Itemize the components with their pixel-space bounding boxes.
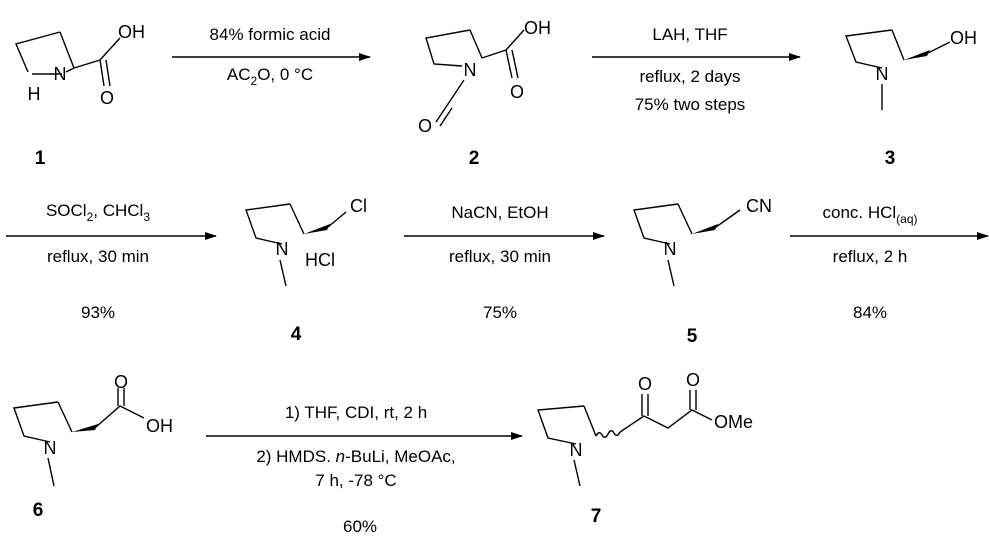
wavy-bond xyxy=(595,430,621,438)
step-4: NaCN, EtOH reflux, 30 min 75% xyxy=(404,203,605,322)
step-1-reagent: 84% formic acid xyxy=(210,25,331,44)
compound-2-oh-label: OH xyxy=(524,18,551,38)
compound-3-oh-label: OH xyxy=(950,28,977,48)
step-2: LAH, THF reflux, 2 days 75% two steps xyxy=(592,25,801,114)
compound-3-n-atom: N xyxy=(876,64,889,84)
compound-3-number: 3 xyxy=(885,148,896,169)
compound-7-number: 7 xyxy=(591,506,602,527)
compound-4-n-atom: N xyxy=(276,239,289,259)
compound-5-number: 5 xyxy=(687,326,698,347)
compound-1-carbonyl-o: O xyxy=(100,88,114,108)
compound-7-n-atom: N xyxy=(570,440,583,460)
step-4-conditions: reflux, 30 min xyxy=(449,247,551,266)
compound-7-ketone-o: O xyxy=(638,374,652,394)
compound-2-formyl-o: O xyxy=(418,116,432,136)
compound-2-carbonyl-o: O xyxy=(510,82,524,102)
compound-4-number: 4 xyxy=(291,324,302,345)
step-5-conditions: reflux, 2 h xyxy=(833,247,908,266)
compound-6-n-atom: N xyxy=(44,438,57,458)
compound-2-n-atom: N xyxy=(464,60,477,80)
compound-1-h-atom: H xyxy=(28,84,41,104)
step-3-reagent: SOCl2, CHCl3 xyxy=(46,201,150,224)
compound-5-cn-label: CN xyxy=(746,196,772,216)
step-4-reagent: NaCN, EtOH xyxy=(451,203,548,222)
step-5-yield: 84% xyxy=(853,303,887,322)
step-6-yield: 60% xyxy=(343,517,377,536)
compound-5: N CN 5 xyxy=(633,196,772,347)
compound-4-hcl-label: HCl xyxy=(305,250,335,270)
compound-1-n-atom: N xyxy=(54,64,67,84)
compound-2: N OH O O 2 xyxy=(418,18,551,169)
compound-3: N OH 3 xyxy=(845,28,977,169)
compound-5-n-atom: N xyxy=(664,239,677,259)
compound-6-carbonyl-o: O xyxy=(114,372,128,392)
step-6: 1) THF, CDI, rt, 2 h 2) HMDS. n-BuLi, Me… xyxy=(206,403,523,536)
step-6-reagent: 1) THF, CDI, rt, 2 h xyxy=(285,403,427,422)
step-5-reagent: conc. HCl(aq) xyxy=(822,203,917,226)
step-6-temperature: 7 h, -78 °C xyxy=(315,471,396,490)
compound-6-oh-label: OH xyxy=(146,416,173,436)
step-2-reagent: LAH, THF xyxy=(652,25,727,44)
compound-1-oh-label: OH xyxy=(118,22,145,42)
compound-1-number: 1 xyxy=(35,148,46,169)
compound-1: N H OH O 1 xyxy=(15,22,145,169)
step-3: SOCl2, CHCl3 reflux, 30 min 93% xyxy=(6,201,217,322)
compound-6-number: 6 xyxy=(33,500,44,521)
step-6-conditions: 2) HMDS. n-BuLi, MeOAc, xyxy=(256,447,455,466)
step-1-conditions: AC2O, 0 °C xyxy=(227,65,313,88)
step-2-conditions: reflux, 2 days xyxy=(639,67,740,86)
step-2-yield: 75% two steps xyxy=(635,95,746,114)
step-4-yield: 75% xyxy=(483,303,517,322)
step-1: 84% formic acid AC2O, 0 °C xyxy=(172,25,371,88)
compound-6: N O OH 6 xyxy=(13,372,173,521)
compound-7: N O O OMe 7 xyxy=(537,370,753,527)
compound-7-ester-o: O xyxy=(686,370,700,390)
compound-4-cl-label: Cl xyxy=(350,196,367,216)
step-5: conc. HCl(aq) reflux, 2 h 84% xyxy=(790,203,989,322)
compound-7-ome-label: OMe xyxy=(714,412,753,432)
compound-2-number: 2 xyxy=(469,148,480,169)
compound-4: N Cl HCl 4 xyxy=(245,196,367,345)
step-3-yield: 93% xyxy=(81,303,115,322)
step-3-conditions: reflux, 30 min xyxy=(47,247,149,266)
